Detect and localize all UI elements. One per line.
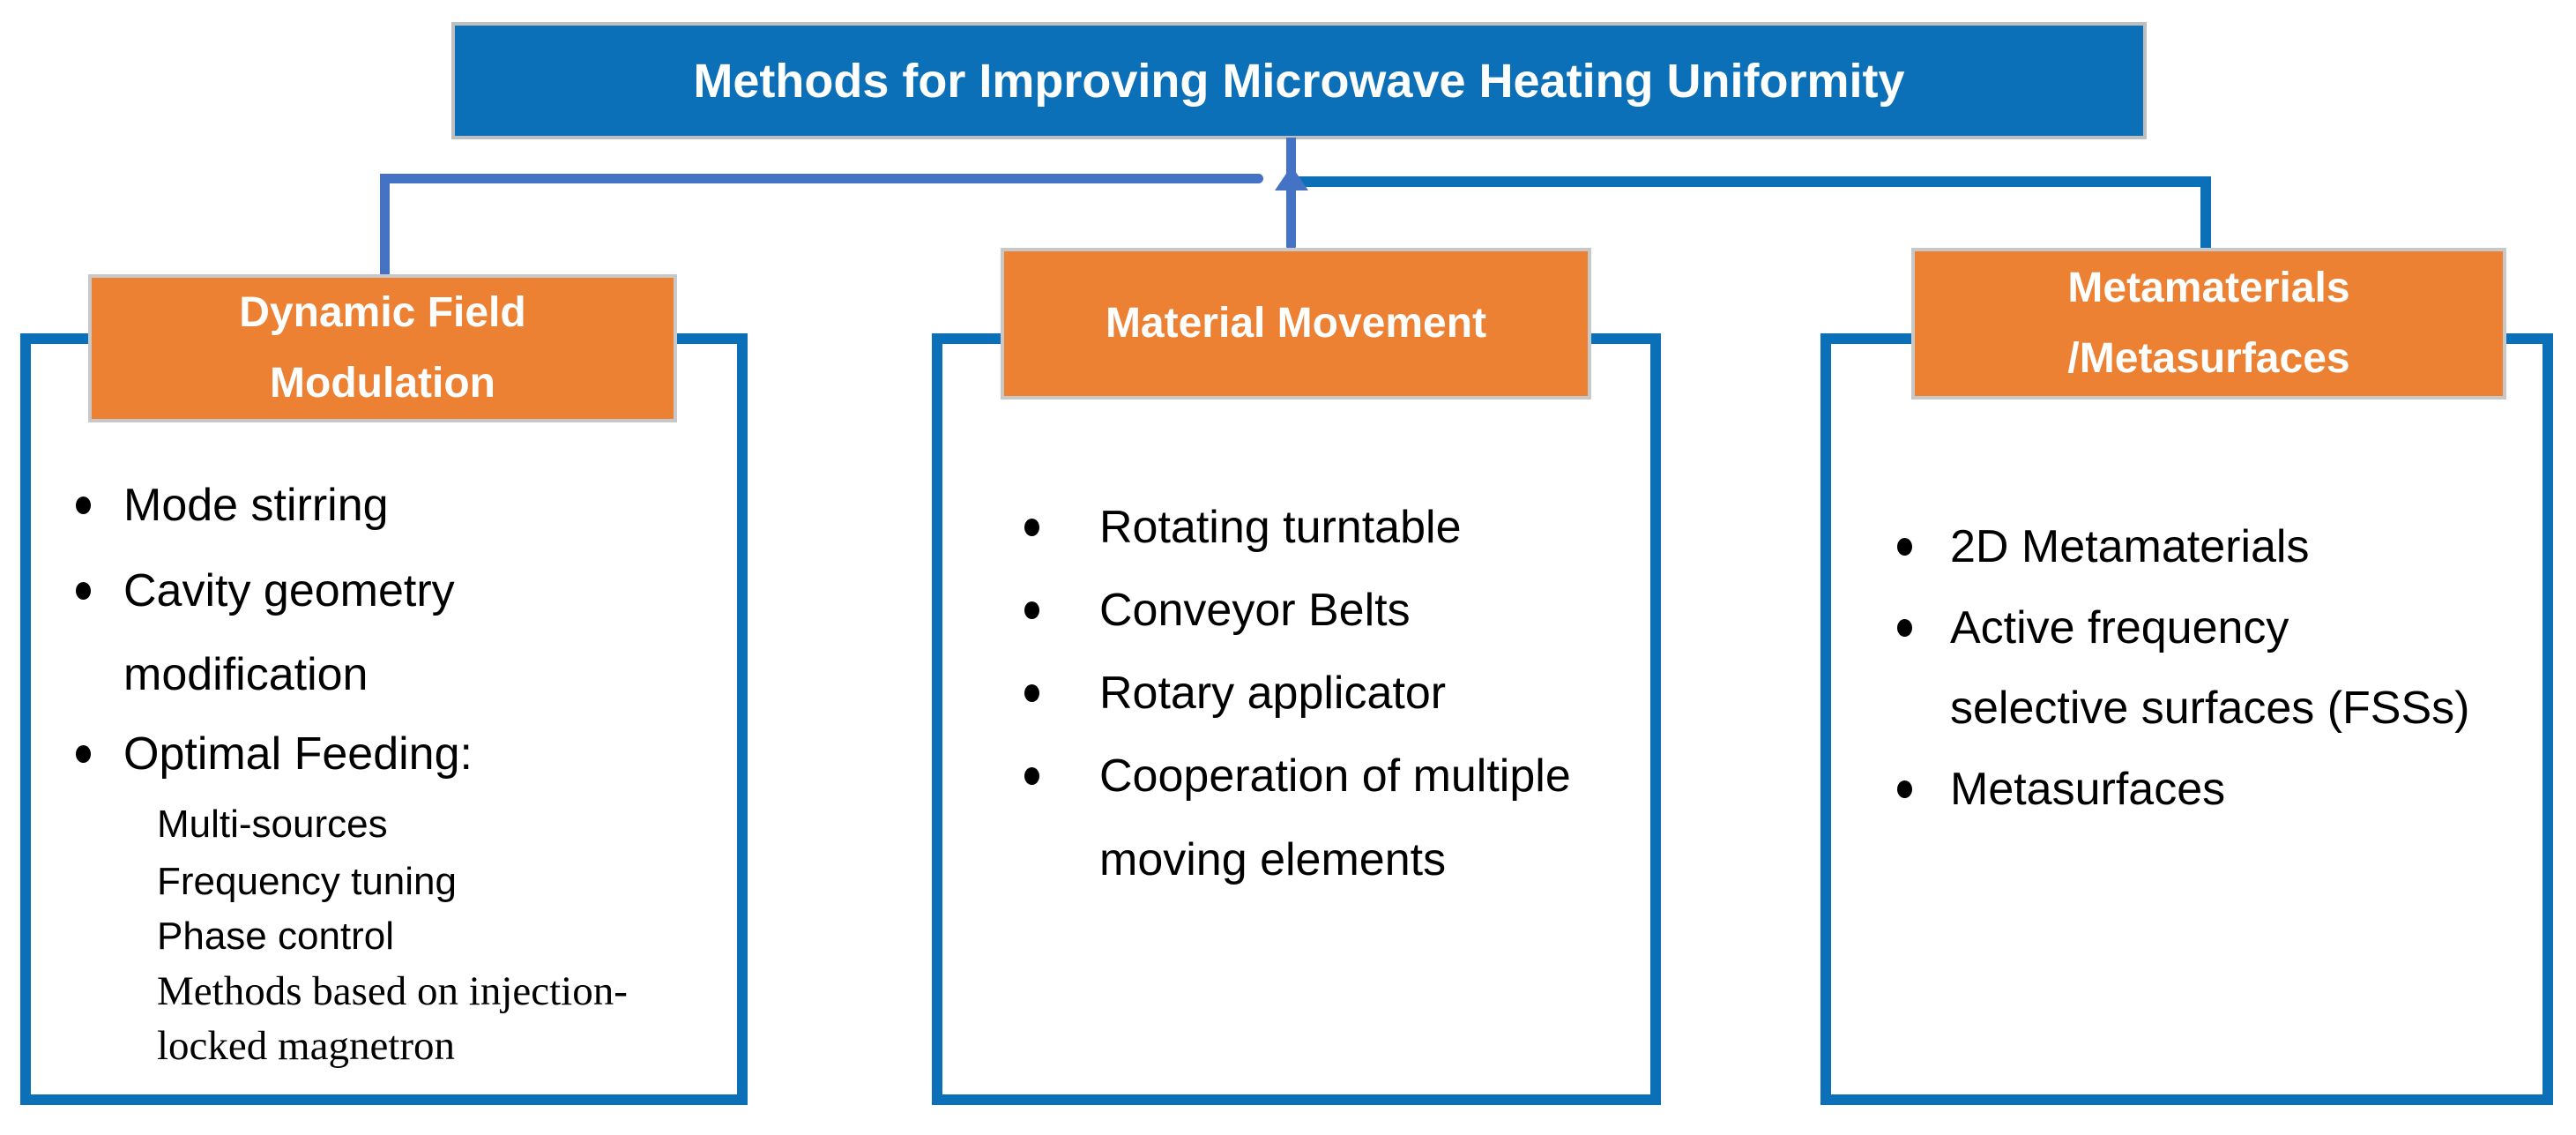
branch-header-material-movement: Material Movement bbox=[1001, 248, 1591, 399]
connector-middle-vertical-line bbox=[1286, 138, 1296, 250]
title-text: Methods for Improving Microwave Heating … bbox=[693, 54, 1905, 108]
bullet-dot bbox=[1024, 684, 1039, 702]
list-item-optimal-feeding: Optimal Feeding: bbox=[123, 728, 473, 780]
bullet-dot bbox=[1897, 538, 1912, 556]
sub-item-injection-locked-line2: locked magnetron bbox=[157, 1023, 456, 1069]
connector-right-horizontal-line bbox=[1294, 176, 2211, 187]
branch-header-line: Modulation bbox=[270, 360, 495, 407]
list-item-metasurfaces: Metasurfaces bbox=[1950, 764, 2226, 815]
list-item-active-frequency-wrap: selective surfaces (FSSs) bbox=[1950, 683, 2470, 734]
bullet-dot bbox=[76, 745, 91, 763]
list-item-cavity-geometry: Cavity geometry bbox=[123, 565, 455, 616]
list-item-rotating-turntable: Rotating turntable bbox=[1099, 502, 1462, 553]
bullet-dot bbox=[76, 497, 91, 514]
bullet-dot bbox=[1897, 780, 1912, 798]
title-box: Methods for Improving Microwave Heating … bbox=[451, 22, 2147, 139]
list-item-cooperation-multiple: Cooperation of multiple bbox=[1099, 750, 1571, 802]
branch-header-line: Material Movement bbox=[1105, 300, 1487, 347]
connector-left-horizontal-line bbox=[380, 174, 1263, 183]
bullet-dot bbox=[1024, 519, 1039, 536]
panel-dynamic-field-modulation bbox=[20, 333, 748, 1105]
bullet-dot bbox=[1897, 619, 1912, 637]
list-item-cooperation-multiple-wrap: moving elements bbox=[1099, 834, 1447, 885]
arrow-up-icon bbox=[1275, 166, 1308, 190]
branch-header-line: /Metasurfaces bbox=[2067, 335, 2350, 382]
list-item-rotary-applicator: Rotary applicator bbox=[1099, 668, 1447, 719]
bullet-dot bbox=[1024, 767, 1039, 785]
connector-left-vertical-line bbox=[380, 174, 390, 280]
branch-header-line: Dynamic Field bbox=[239, 289, 526, 336]
branch-header-dynamic-field-modulation: Dynamic Field Modulation bbox=[88, 274, 677, 422]
bullet-dot bbox=[1024, 601, 1039, 619]
branch-header-metamaterials: Metamaterials /Metasurfaces bbox=[1911, 248, 2506, 399]
sub-item-frequency-tuning: Frequency tuning bbox=[157, 860, 457, 903]
list-item-2d-metamaterials: 2D Metamaterials bbox=[1950, 521, 2310, 572]
sub-item-injection-locked-line1: Methods based on injection- bbox=[157, 968, 628, 1014]
sub-item-multi-sources: Multi-sources bbox=[157, 803, 388, 846]
list-item-active-frequency: Active frequency bbox=[1950, 602, 2289, 653]
bullet-dot bbox=[76, 582, 91, 600]
list-item-mode-stirring: Mode stirring bbox=[123, 480, 389, 531]
sub-item-phase-control: Phase control bbox=[157, 915, 395, 958]
list-item-conveyor-belts: Conveyor Belts bbox=[1099, 585, 1411, 636]
list-item-cavity-geometry-wrap: modification bbox=[123, 649, 369, 700]
connector-right-vertical-line bbox=[2200, 176, 2211, 256]
branch-header-line: Metamaterials bbox=[2067, 265, 2350, 311]
